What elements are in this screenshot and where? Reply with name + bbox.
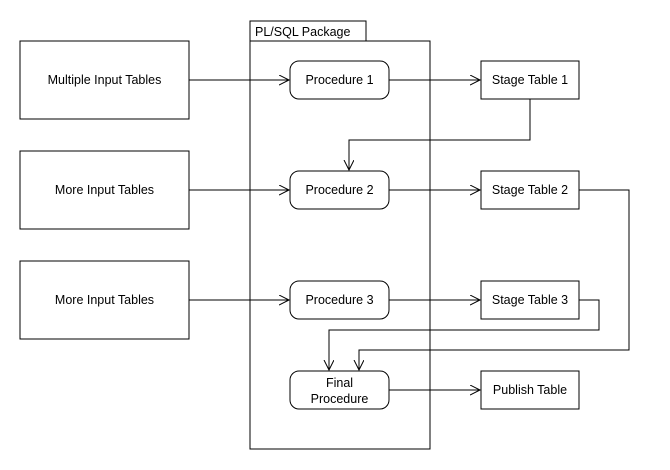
stage-table-1-label: Stage Table 1	[492, 73, 568, 87]
procedure-1: Procedure 1	[289, 60, 390, 100]
procedure-1-label: Procedure 1	[305, 73, 373, 87]
final-procedure-label-line1: Final	[326, 376, 353, 390]
stage-table-3-label: Stage Table 3	[492, 293, 568, 307]
input-table-1-label: Multiple Input Tables	[48, 73, 162, 87]
input-table-3: More Input Tables	[19, 260, 190, 340]
input-table-3-label: More Input Tables	[55, 293, 154, 307]
arrow-stage2-to-final	[359, 189, 630, 370]
stage-table-2-label: Stage Table 2	[492, 183, 568, 197]
final-procedure-label-line2: Procedure	[311, 392, 369, 406]
input-table-1: Multiple Input Tables	[19, 40, 190, 120]
package-tab	[249, 20, 367, 42]
publish-table-label: Publish Table	[493, 383, 567, 397]
procedure-3: Procedure 3	[289, 280, 390, 320]
stage-table-3: Stage Table 3	[480, 280, 580, 320]
arrow-stage1-to-procedure2	[349, 99, 531, 170]
procedure-2: Procedure 2	[289, 170, 390, 210]
arrow-stage3-to-final	[329, 299, 600, 370]
final-procedure: Final Procedure	[289, 370, 390, 410]
stage-table-1: Stage Table 1	[480, 60, 580, 100]
procedure-3-label: Procedure 3	[305, 293, 373, 307]
publish-table: Publish Table	[480, 370, 580, 410]
input-table-2: More Input Tables	[19, 150, 190, 230]
input-table-2-label: More Input Tables	[55, 183, 154, 197]
package-label: PL/SQL Package	[255, 25, 350, 39]
procedure-2-label: Procedure 2	[305, 183, 373, 197]
stage-table-2: Stage Table 2	[480, 170, 580, 210]
